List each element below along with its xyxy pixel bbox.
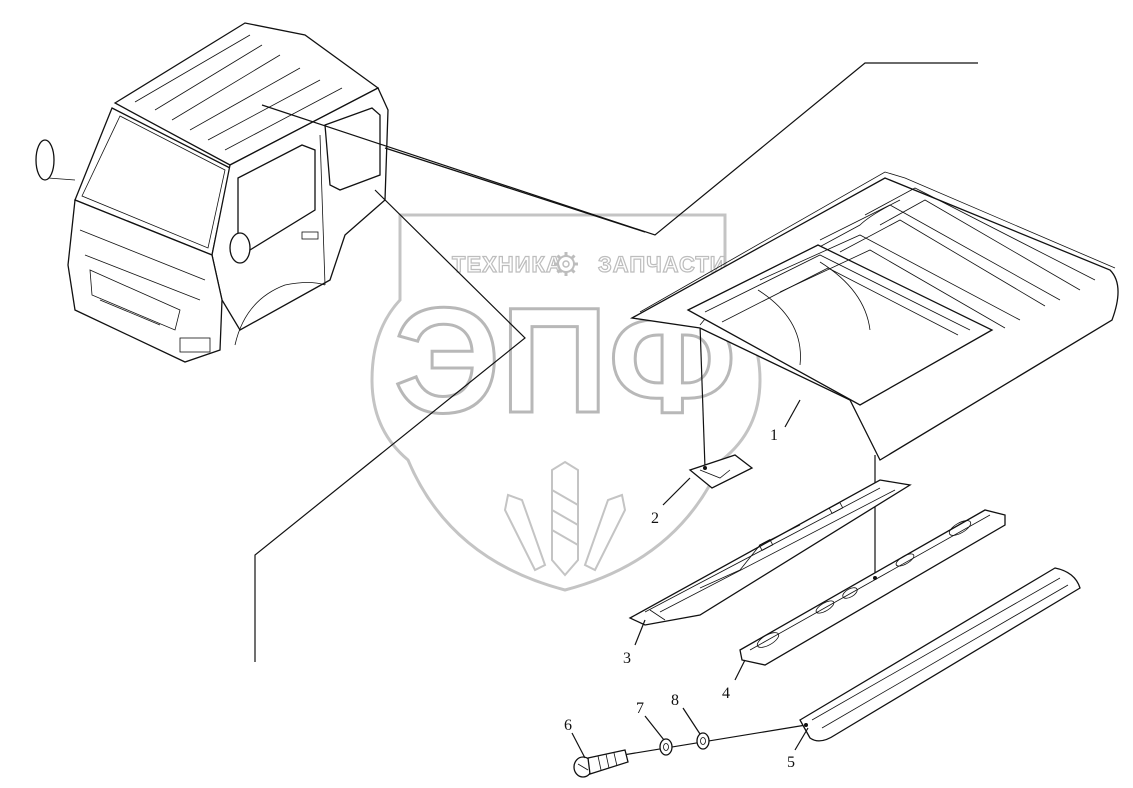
callout-1: 1 xyxy=(770,427,778,444)
callout-5: 5 xyxy=(787,754,795,771)
bolt xyxy=(573,749,629,778)
callout-1-leader xyxy=(784,399,801,428)
watermark-wheat xyxy=(503,460,627,577)
roof-trim xyxy=(799,567,1081,742)
rear-roof-rail xyxy=(739,509,1006,666)
bracket xyxy=(688,454,754,489)
watermark: ТЕХНИКА ЗАПЧАСТИ ЭПФ xyxy=(370,213,762,592)
callout-6-leader xyxy=(571,732,586,759)
callout-4-leader xyxy=(734,659,746,681)
leader-lines xyxy=(254,62,978,759)
watermark-text-left: ТЕХНИКА xyxy=(452,252,563,277)
callout-2: 2 xyxy=(651,510,659,527)
callout-5-leader xyxy=(794,727,809,751)
callout-7-leader xyxy=(644,715,665,741)
flat-washer xyxy=(659,738,673,756)
callout-labels: 1 2 3 4 5 6 7 8 xyxy=(564,427,795,771)
spring-washer xyxy=(696,732,710,750)
callout-3: 3 xyxy=(623,650,631,667)
roof-panel xyxy=(630,171,1119,461)
callout-6: 6 xyxy=(564,717,572,734)
watermark-text-right: ЗАПЧАСТИ xyxy=(598,252,727,277)
gear-icon xyxy=(554,252,578,276)
callout-7: 7 xyxy=(636,700,644,717)
front-roof-rail xyxy=(628,479,912,626)
callout-3-leader xyxy=(634,619,646,646)
truck-cab-icon xyxy=(35,22,389,363)
callout-8-leader xyxy=(682,707,701,735)
callout-8: 8 xyxy=(671,692,679,709)
callout-4: 4 xyxy=(722,685,730,702)
callout-2-leader xyxy=(662,477,691,506)
